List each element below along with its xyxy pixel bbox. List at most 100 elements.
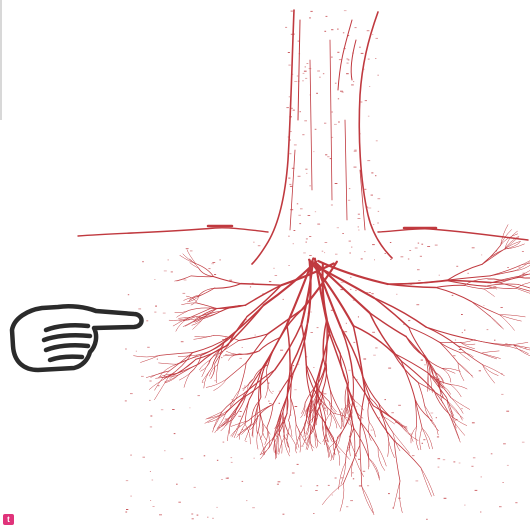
root-branch: [340, 484, 344, 512]
stipple-dot: [183, 293, 186, 294]
root-branch: [310, 435, 314, 448]
stipple-dot: [353, 342, 355, 343]
stipple-dot: [337, 227, 339, 228]
stipple-dot: [291, 11, 293, 12]
root-branch: [214, 277, 241, 284]
stipple-dot: [372, 244, 375, 245]
stipple-dot: [327, 156, 329, 157]
stipple-dot: [358, 230, 359, 231]
stipple-dot: [309, 17, 311, 18]
stipple-dot: [315, 129, 317, 130]
root-branch: [261, 325, 287, 370]
stipple-dot: [418, 243, 419, 244]
stipple-dot: [436, 417, 437, 418]
stipple-dot: [299, 223, 301, 224]
stipple-dot: [377, 223, 378, 224]
stipple-dot: [415, 248, 418, 249]
stipple-dot: [372, 332, 375, 333]
stipple-dot: [494, 340, 495, 341]
stipple-dot: [294, 230, 296, 231]
stipple-dot: [258, 245, 261, 246]
stipple-dot: [197, 515, 199, 516]
stipple-dot: [317, 327, 319, 328]
stipple-dot: [181, 458, 184, 459]
stipple-dot: [315, 490, 318, 491]
stipple-dot: [280, 350, 283, 351]
root-branch: [350, 437, 357, 457]
stipple-dot: [316, 93, 318, 94]
stipple-dot: [306, 238, 308, 239]
stipple-dot: [408, 320, 410, 321]
stipple-dot: [324, 252, 325, 253]
root-branch: [241, 400, 250, 421]
stipple-dot: [290, 209, 293, 210]
stipple-dot: [385, 399, 386, 400]
stipple-dot: [308, 215, 311, 216]
stipple-dot: [207, 517, 208, 518]
stipple-dot: [315, 211, 316, 212]
stipple-dot: [344, 331, 347, 332]
stipple-dot: [368, 59, 370, 60]
stipple-dot: [298, 176, 301, 177]
pointing-hand-icon: [12, 306, 142, 370]
stipple-dot: [322, 251, 324, 252]
stipple-dot: [375, 175, 376, 176]
root-branch: [440, 342, 460, 352]
stipple-dot: [348, 370, 350, 371]
root-branch: [434, 391, 449, 414]
stipple-dot: [367, 30, 370, 31]
root-branch: [351, 375, 353, 410]
stipple-dot: [353, 81, 354, 82]
stipple-dot: [355, 290, 356, 291]
stipple-dot: [245, 441, 247, 442]
stipple-dot: [288, 52, 290, 53]
stipple-dot: [408, 259, 409, 260]
stipple-dot: [204, 455, 206, 456]
stipple-dot: [309, 255, 312, 256]
root-branch: [442, 368, 460, 371]
stipple-dot: [155, 306, 157, 307]
stipple-dot: [375, 58, 376, 59]
stipple-dot: [240, 358, 242, 359]
stipple-dot: [331, 205, 333, 206]
root-branch: [449, 276, 491, 280]
stipple-dot: [150, 500, 151, 501]
stipple-dot: [464, 505, 465, 506]
stipple-dot: [293, 243, 294, 244]
stipple-dot: [385, 253, 387, 254]
stipple-dot: [293, 110, 294, 111]
stipple-dot: [291, 131, 292, 132]
stipple-dot: [226, 478, 228, 479]
root-branch: [481, 353, 497, 359]
stipple-dot: [231, 462, 233, 463]
stipple-dot: [302, 80, 303, 81]
stipple-dot: [304, 71, 307, 72]
stipple-dot: [368, 208, 371, 209]
root-branch: [331, 413, 337, 428]
stipple-dot: [298, 215, 301, 216]
stipple-dot: [349, 241, 351, 242]
stipple-dot: [149, 381, 151, 382]
stipple-dot: [168, 259, 169, 260]
stipple-dot: [294, 81, 297, 82]
stipple-dot: [176, 484, 178, 485]
root-branch: [267, 365, 269, 384]
root-branch: [399, 481, 402, 513]
root-branch: [202, 360, 211, 377]
root-branch: [299, 415, 307, 438]
stipple-dot: [246, 500, 247, 501]
stipple-dot: [178, 502, 181, 503]
stipple-dot: [359, 47, 360, 48]
stipple-dot: [189, 407, 190, 408]
root-branch: [458, 363, 464, 381]
stipple-dot: [142, 261, 144, 262]
root-branch: [442, 368, 451, 382]
stipple-dot: [294, 144, 297, 145]
root-branch: [229, 305, 264, 337]
stipple-dot: [348, 200, 350, 201]
stipple-dot: [372, 34, 373, 35]
stipple-dot: [427, 246, 430, 247]
stipple-dot: [472, 247, 475, 248]
stipple-dot: [358, 459, 360, 460]
stipple-dot: [212, 262, 215, 263]
